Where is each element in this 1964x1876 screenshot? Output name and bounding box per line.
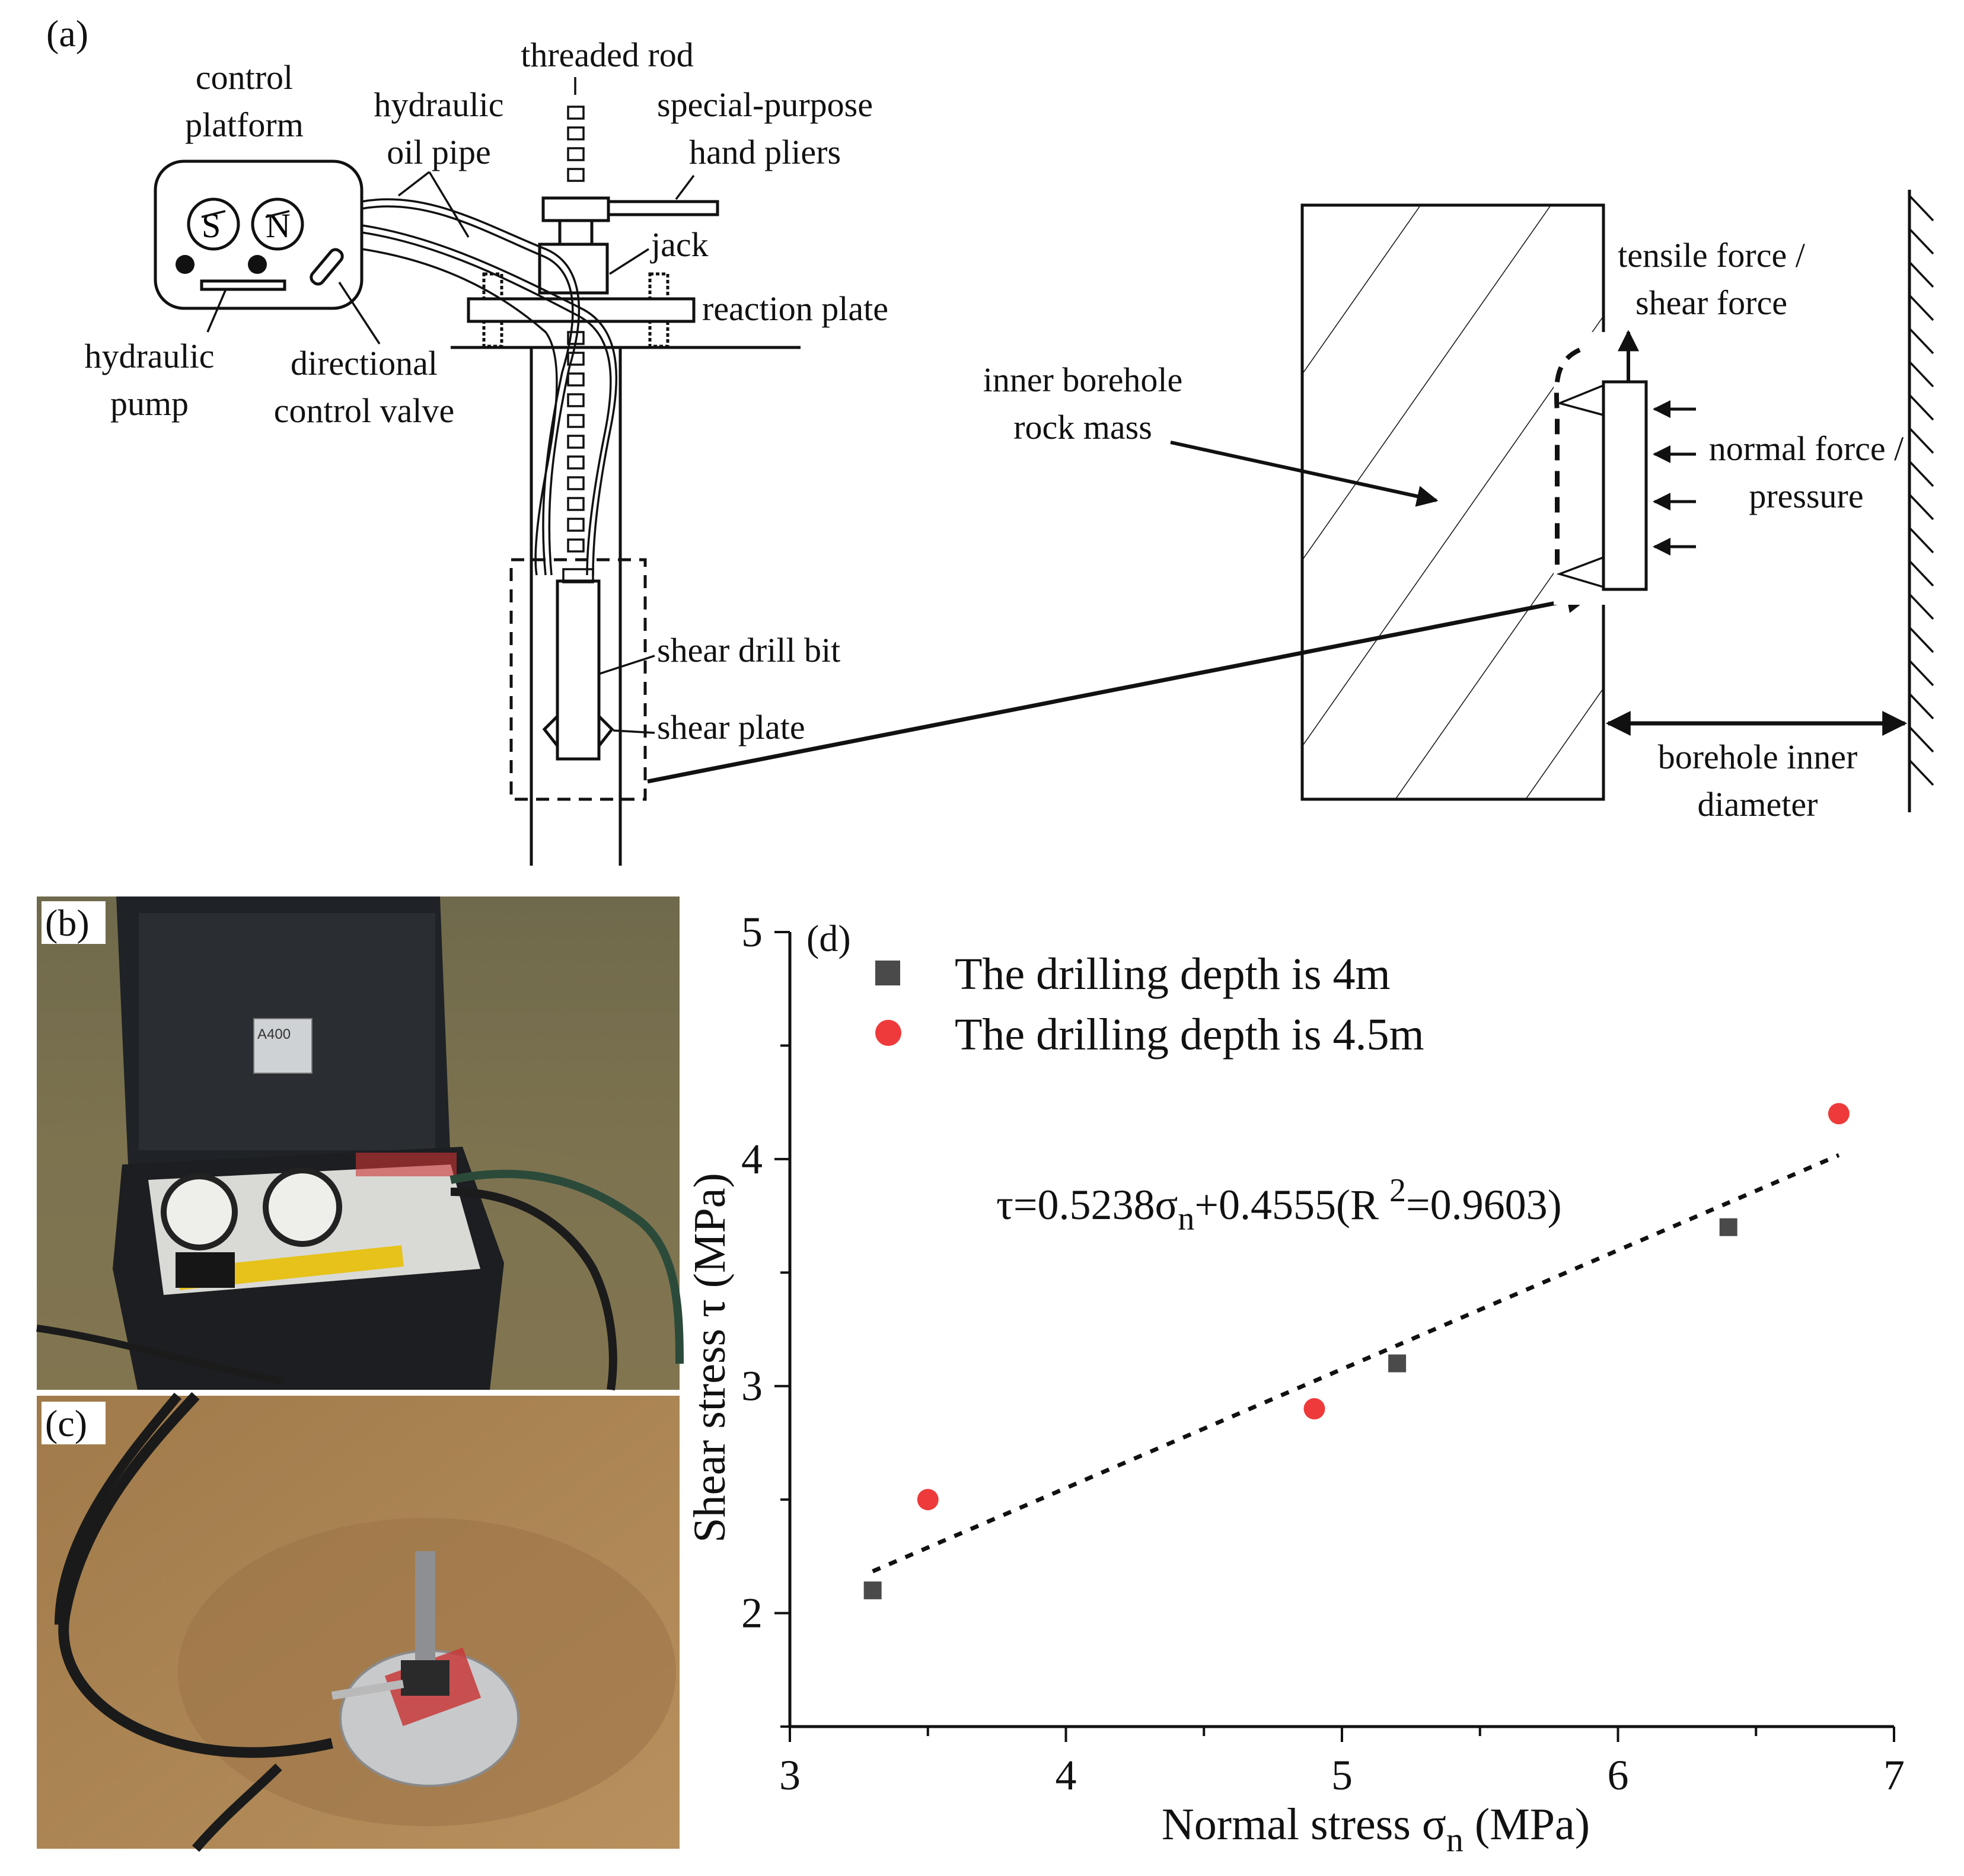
dashed-highlight-box (509, 558, 647, 801)
gauge-n-icon (251, 197, 304, 251)
fit-line-layer (872, 1153, 1840, 1574)
wall-hatching (1908, 194, 1934, 786)
gauge-s-icon (187, 197, 240, 251)
eq-mid: +0.4555(R (1194, 1181, 1389, 1229)
chart-axes: 3 4 5 6 7 2 3 4 5 (741, 908, 1905, 1799)
panel-a-label: (a) (46, 12, 88, 55)
x-axis-title-main: Normal stress σ (1162, 1800, 1446, 1849)
label-directional-valve-2: control valve (274, 391, 454, 430)
y-tick-label: 4 (741, 1135, 763, 1183)
inner-rock-pointer (1170, 441, 1439, 507)
label-hydraulic-pump-1: hydraulic (84, 337, 214, 375)
data-point-square (1719, 1218, 1737, 1236)
x-axis-title: Normal stress σn (MPa) (1162, 1800, 1590, 1859)
label-threaded-rod: threaded rod (521, 36, 693, 74)
label-pliers-1: special-purpose (657, 85, 873, 124)
knob-icon (248, 255, 267, 274)
knob-icon (176, 255, 195, 274)
data-point-square (1388, 1354, 1407, 1373)
y-tick-label: 5 (741, 908, 763, 956)
inner-rock-mass (1300, 203, 1605, 801)
label-tensile-1: tensile force / (1618, 236, 1806, 275)
data-point-circle (917, 1489, 939, 1511)
panel-c-photo: (c) (37, 1392, 680, 1852)
label-inner-rock-1: inner borehole (983, 360, 1183, 399)
panel-d-chart: (d) 3 4 5 6 7 2 3 4 5 The drilling depth is 4m T… (685, 908, 1905, 1859)
panel-c-label-bg (42, 1402, 106, 1444)
label-diameter-1: borehole inner (1658, 738, 1858, 776)
label-tensile-2: shear force (1635, 283, 1787, 322)
x-axis-title-unit: (MPa) (1464, 1800, 1590, 1849)
fit-equation: τ=0.5238σn+0.4555(R 2=0.9603) (996, 1172, 1562, 1237)
x-tick-label: 5 (1331, 1751, 1353, 1799)
label-control-platform-1: control (196, 58, 293, 97)
label-normal-2: pressure (1749, 477, 1863, 515)
x-tick-label: 4 (1056, 1751, 1077, 1799)
shear-drill-bit (509, 558, 647, 801)
eq-sup: 2 (1389, 1172, 1406, 1209)
y-tick-label: 3 (741, 1363, 763, 1410)
fit-line (872, 1153, 1840, 1574)
label-inner-rock-2: rock mass (1013, 408, 1152, 446)
label-hydraulic-pump-2: pump (110, 384, 189, 423)
label-shear-drill-bit: shear drill bit (657, 631, 840, 669)
jack-assembly (451, 196, 801, 349)
legend-square-marker (875, 961, 900, 985)
borehole-detail (1170, 190, 1934, 812)
panel-c-label: (c) (45, 1402, 87, 1444)
label-pliers-2: hand pliers (689, 133, 841, 171)
borehole-walls (530, 347, 622, 866)
eq-rhs: =0.9603) (1406, 1181, 1562, 1229)
control-platform: S N (154, 159, 364, 310)
label-control-platform-2: platform (185, 106, 304, 144)
panel-b-label-bg (42, 901, 106, 944)
eq-sub: n (1178, 1201, 1194, 1237)
legend-circle-marker (875, 1020, 901, 1046)
x-tick-label: 6 (1608, 1751, 1629, 1799)
data-point-circle (1828, 1103, 1850, 1125)
legend-series-1: The drilling depth is 4m (955, 949, 1391, 999)
case-nameplate (253, 1018, 313, 1074)
data-point-circle (1303, 1398, 1325, 1419)
shear-plate-detail (1602, 380, 1648, 591)
panel-d-label: (d) (806, 917, 851, 959)
threaded-rod (567, 77, 585, 553)
x-tick-label: 7 (1883, 1751, 1905, 1799)
label-shear-plate: shear plate (657, 708, 805, 746)
x-axis-title-sub: n (1446, 1820, 1464, 1859)
label-reaction-plate: reaction plate (702, 289, 888, 328)
pump-handle (200, 279, 286, 291)
panel-b-label: (b) (45, 902, 90, 944)
x-tick-label: 3 (779, 1751, 801, 1799)
pressure-gauge-icon (263, 1167, 342, 1247)
label-directional-valve-1: directional (291, 344, 438, 382)
panel-a: (a) S N control platform hydraulic pump … (46, 12, 1934, 866)
label-diameter-2: diameter (1698, 785, 1818, 824)
label-oil-pipe-1: hydraulic (374, 85, 503, 124)
rod-photo (415, 1551, 435, 1670)
eq-lhs: τ=0.5238σ (996, 1181, 1178, 1229)
legend-series-2: The drilling depth is 4.5m (955, 1010, 1424, 1060)
pressure-gauge-icon (161, 1173, 238, 1250)
label-normal-1: normal force / (1709, 429, 1904, 468)
y-axis-title: Shear stress τ (MPa) (685, 1173, 735, 1543)
chart-legend: The drilling depth is 4m The drilling de… (875, 949, 1424, 1060)
label-oil-pipe-2: oil pipe (387, 133, 491, 171)
valve-icon (310, 248, 344, 286)
panel-b-photo: A400 (b) (36, 896, 684, 1391)
label-jack: jack (650, 225, 709, 264)
chart-markers (863, 1103, 1850, 1600)
data-point-square (863, 1581, 882, 1600)
case-nameplate-text: A400 (257, 1026, 291, 1042)
y-tick-label: 2 (741, 1590, 763, 1637)
